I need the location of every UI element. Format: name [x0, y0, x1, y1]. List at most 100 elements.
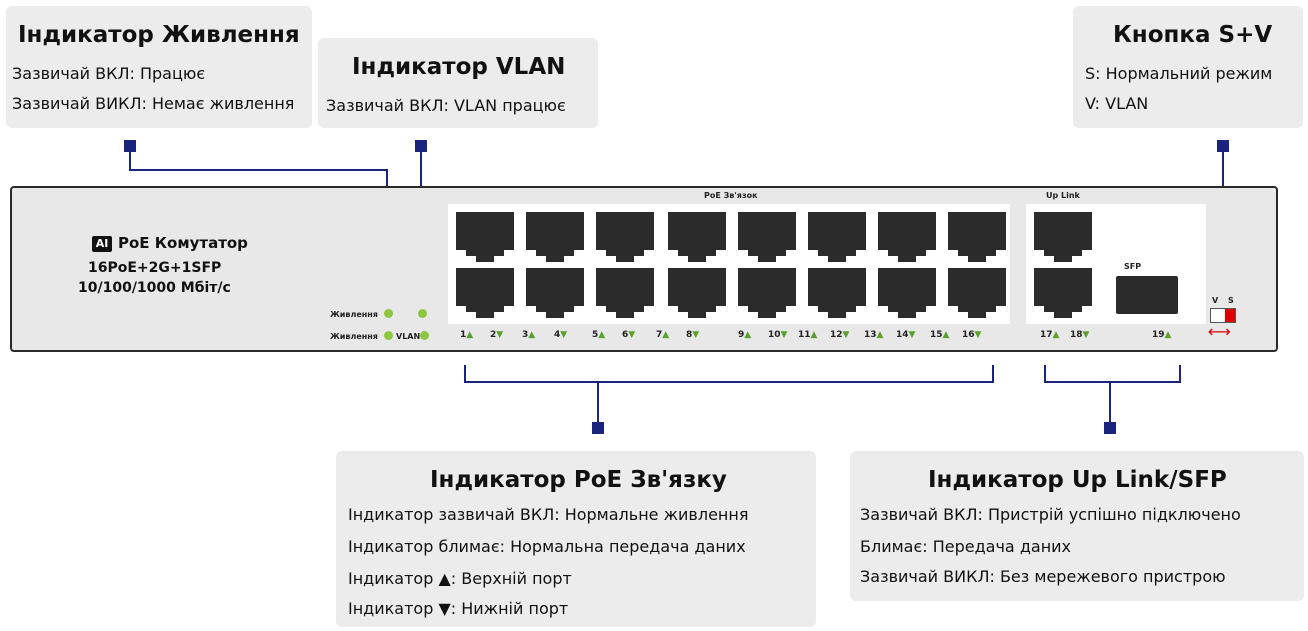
toggle-s-label: S [1228, 296, 1234, 305]
rj45-socket-icon [808, 268, 866, 318]
rj45-socket-icon [948, 212, 1006, 262]
ethernet-port-1[interactable] [454, 210, 516, 264]
ethernet-port-14[interactable] [876, 266, 938, 320]
poe-link-callout-line-1: Індикатор зазвичай ВКЛ: Нормальне живлен… [348, 505, 749, 524]
uplink-callout-line-1: Зазвичай ВКЛ: Пристрій успішно підключен… [860, 505, 1241, 524]
rj45-socket-icon [738, 212, 796, 262]
port-led-arrow-icon: ▲ [876, 330, 884, 340]
sv-toggle-switch[interactable] [1210, 308, 1236, 323]
rj45-socket-icon [1034, 212, 1092, 262]
vlan-callout-title: Індикатор VLAN [352, 54, 566, 80]
sv-toggle-knob [1225, 309, 1235, 322]
vlan-led-label: VLAN [396, 332, 421, 341]
port-number-label: 13▲ [864, 330, 883, 340]
poe-link-callout-line-2: Індикатор блимає: Нормальна передача дан… [348, 537, 746, 556]
ethernet-port-15[interactable] [946, 210, 1008, 264]
power-led-1 [384, 309, 393, 318]
port-led-arrow-icon: ▼ [692, 330, 700, 340]
port-number-label: 19▲ [1152, 330, 1171, 340]
port-number-label: 15▲ [930, 330, 949, 340]
ethernet-port-5[interactable] [594, 210, 656, 264]
poe-link-callout-line-4: Індикатор ▼: Нижній порт [348, 599, 569, 618]
rj45-socket-icon [526, 268, 584, 318]
uplink-callout-anchor [1104, 422, 1116, 434]
device-model: 16PoE+2G+1SFP [88, 260, 222, 276]
rj45-socket-icon [948, 268, 1006, 318]
vlan-callout-line-1: Зазвичай ВКЛ: VLAN працює [326, 96, 566, 115]
port-led-arrow-icon: ▼ [842, 330, 850, 340]
port-led-arrow-icon: ▲ [810, 330, 818, 340]
port-number-label: 10▼ [768, 330, 787, 340]
port-led-arrow-icon: ▲ [662, 330, 670, 340]
port-number-label: 11▲ [798, 330, 817, 340]
device-name: PoE Комутатор [118, 234, 248, 252]
port-led-arrow-icon: ▲ [744, 330, 752, 340]
ethernet-port-7[interactable] [666, 210, 728, 264]
port-number: 15 [930, 330, 943, 340]
switch-front-panel: AI PoE Комутатор 16PoE+2G+1SFP 10/100/10… [10, 186, 1278, 352]
power-led-label-1: Живлення [330, 310, 378, 319]
sv-callout-anchor [1217, 140, 1229, 152]
poe-group-label: PoE Зв'язок [704, 191, 758, 200]
poe-port-group [448, 204, 1010, 324]
port-number: 3 [522, 330, 529, 340]
brand-logo: AI [92, 236, 112, 252]
port-led-arrow-icon: ▼ [628, 330, 636, 340]
vlan-callout: Індикатор VLAN Зазвичай ВКЛ: VLAN працює [318, 38, 598, 128]
uplink-group-label: Up Link [1046, 191, 1080, 200]
port-number: 14 [896, 330, 909, 340]
poe-callout-anchor [592, 422, 604, 434]
ethernet-port-18[interactable] [1032, 266, 1094, 320]
power-callout-title: Індикатор Живлення [18, 22, 300, 48]
ethernet-port-6[interactable] [594, 266, 656, 320]
rj45-socket-icon [596, 268, 654, 318]
port-number: 13 [864, 330, 877, 340]
port-number: 1 [460, 330, 467, 340]
ethernet-port-16[interactable] [946, 266, 1008, 320]
sv-button-callout: Кнопка S+V S: Нормальний режим V: VLAN [1073, 6, 1303, 128]
port-number-label: 16▼ [962, 330, 981, 340]
sfp-label: SFP [1124, 262, 1142, 271]
ethernet-port-2[interactable] [454, 266, 516, 320]
port-led-arrow-icon: ▲ [1164, 330, 1172, 340]
port-number: 10 [768, 330, 781, 340]
port-number: 6 [622, 330, 629, 340]
ethernet-port-12[interactable] [806, 266, 868, 320]
port-led-arrow-icon: ▲ [598, 330, 606, 340]
rj45-socket-icon [878, 268, 936, 318]
power-led-2 [384, 331, 393, 340]
port-number: 2 [490, 330, 497, 340]
ethernet-port-4[interactable] [524, 266, 586, 320]
port-number-label: 7▲ [656, 330, 669, 340]
ethernet-port-9[interactable] [736, 210, 798, 264]
sfp-port[interactable] [1116, 276, 1178, 314]
uplink-callout-title: Індикатор Up Link/SFP [928, 467, 1227, 493]
ethernet-port-17[interactable] [1032, 210, 1094, 264]
port-led-arrow-icon: ▲ [528, 330, 536, 340]
uplink-callout-line-2: Блимає: Передача даних [860, 537, 1072, 556]
port-led-arrow-icon: ▼ [1082, 330, 1090, 340]
port-number-label: 2▼ [490, 330, 503, 340]
poe-link-callout-title: Індикатор PoE Зв'язку [430, 467, 727, 493]
power-callout-anchor [124, 140, 136, 152]
device-speed: 10/100/1000 Мбіт/с [78, 280, 231, 296]
port-led-arrow-icon: ▼ [974, 330, 982, 340]
port-led-arrow-icon: ▼ [780, 330, 788, 340]
poe-link-callout-line-3: Індикатор ▲: Верхній порт [348, 569, 572, 588]
rj45-socket-icon [668, 212, 726, 262]
port-number: 16 [962, 330, 975, 340]
ethernet-port-10[interactable] [736, 266, 798, 320]
port-number: 11 [798, 330, 811, 340]
toggle-v-label: V [1212, 296, 1219, 305]
ethernet-port-13[interactable] [876, 210, 938, 264]
port-number-label: 4▼ [554, 330, 567, 340]
ethernet-port-3[interactable] [524, 210, 586, 264]
uplink-callout: Індикатор Up Link/SFP Зазвичай ВКЛ: Прис… [850, 451, 1304, 601]
rj45-socket-icon [456, 212, 514, 262]
vlan-led-top [418, 309, 427, 318]
port-number-label: 6▼ [622, 330, 635, 340]
port-led-arrow-icon: ▼ [560, 330, 568, 340]
ethernet-port-11[interactable] [806, 210, 868, 264]
ethernet-port-8[interactable] [666, 266, 728, 320]
port-number: 8 [686, 330, 693, 340]
